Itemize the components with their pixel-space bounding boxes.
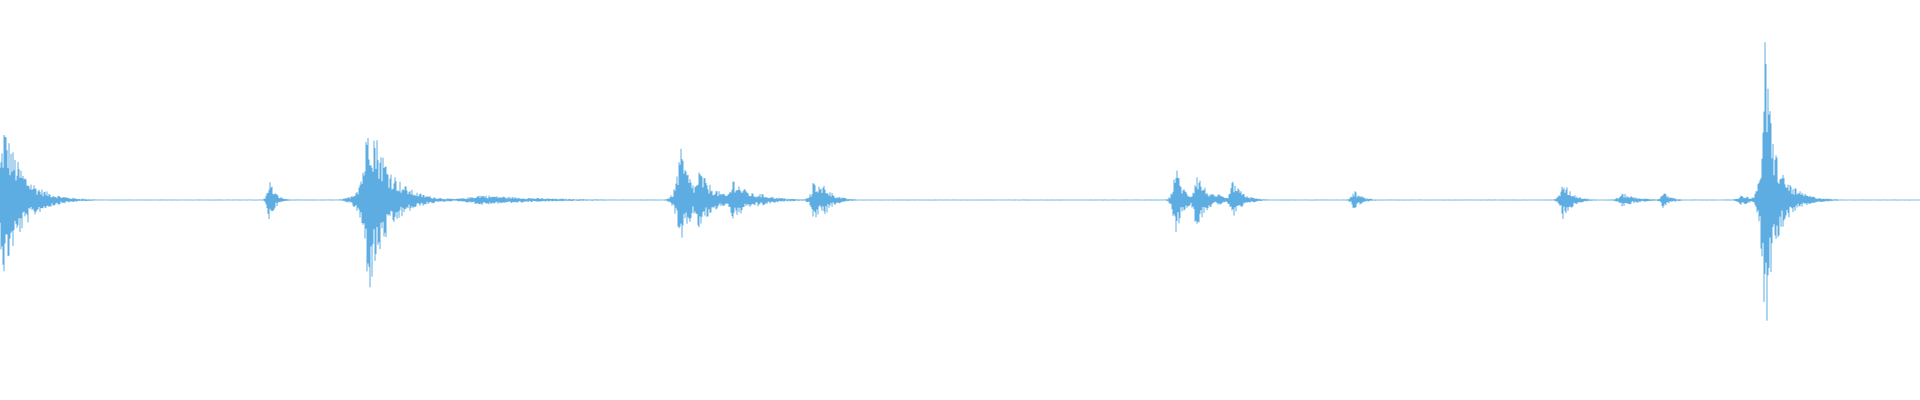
- waveform-trace: [0, 42, 1920, 321]
